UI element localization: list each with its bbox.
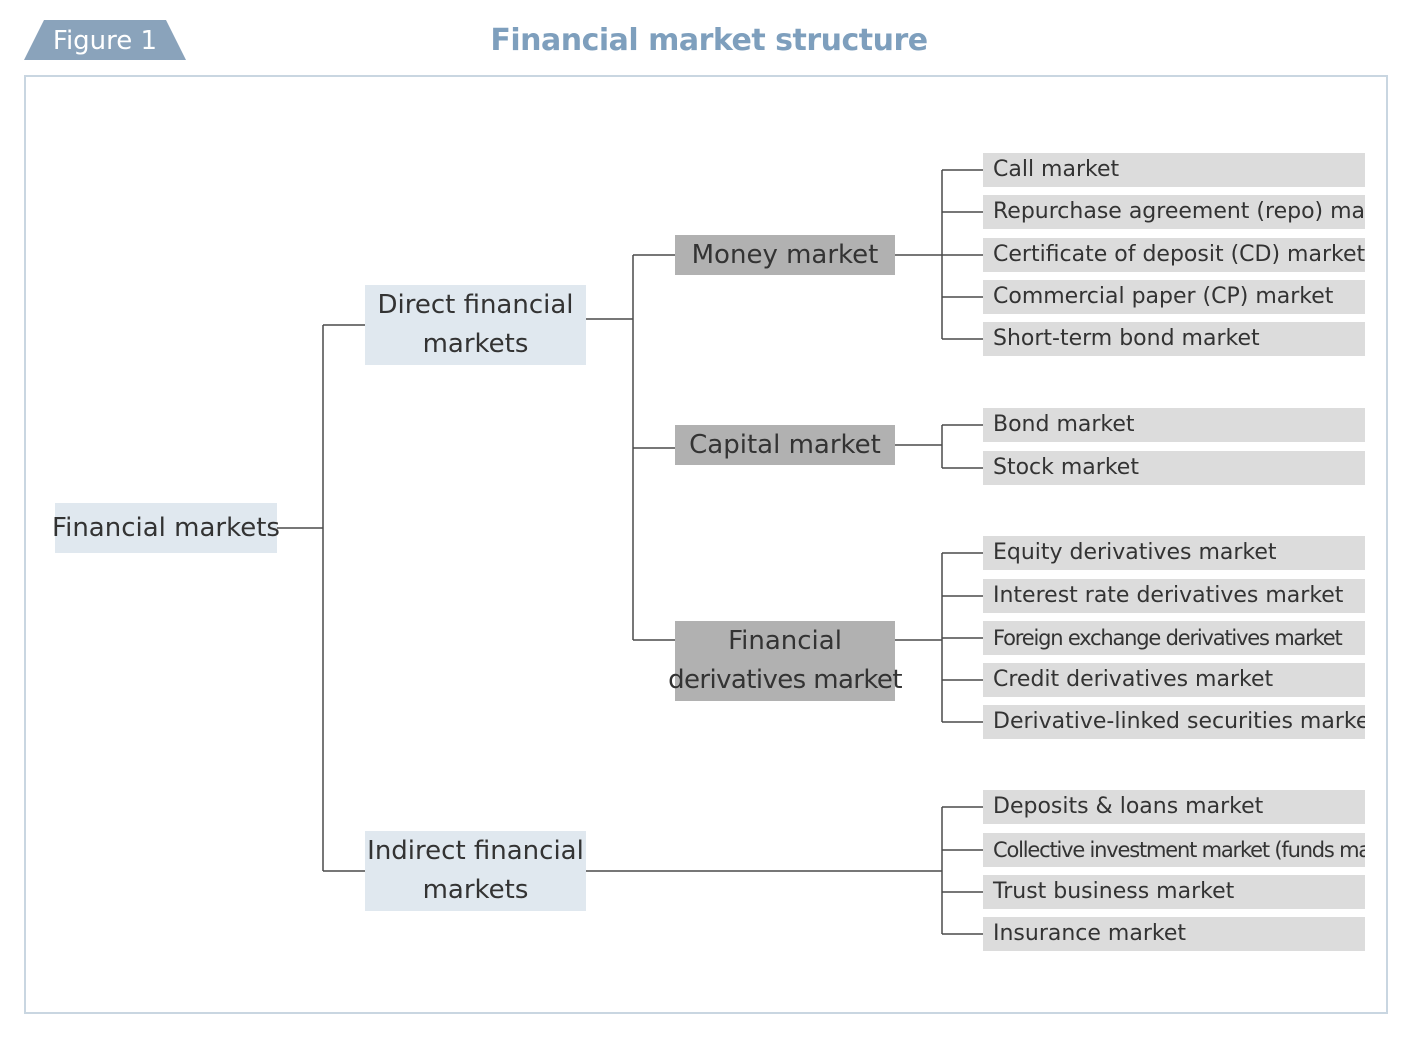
node-direct-financial-markets: Direct financial markets xyxy=(365,285,586,365)
leaf-derivative-linked-securities-market: Derivative-linked securities market xyxy=(983,705,1365,739)
leaf-collective-investment-market: Collective investment market (funds mark… xyxy=(983,833,1365,867)
leaf-short-term-bond-market: Short-term bond market xyxy=(983,322,1365,356)
leaf-equity-derivatives-market: Equity derivatives market xyxy=(983,536,1365,570)
node-label-line2: markets xyxy=(422,329,529,359)
leaf-deposits-loans-market: Deposits & loans market xyxy=(983,790,1365,824)
diagram-frame xyxy=(24,75,1388,1014)
node-money-market: Money market xyxy=(675,235,895,275)
node-label: Capital market xyxy=(689,429,881,460)
leaf-repo-market: Repurchase agreement (repo) market xyxy=(983,195,1365,229)
figure-label: Figure 1 xyxy=(52,26,158,56)
node-label: Financial markets xyxy=(52,512,280,543)
figure-label-tab: Figure 1 xyxy=(24,20,186,60)
leaf-cp-market: Commercial paper (CP) market xyxy=(983,280,1365,314)
figure-title: Financial market structure xyxy=(490,23,928,58)
node-indirect-financial-markets: Indirect financial markets xyxy=(365,831,586,911)
leaf-call-market: Call market xyxy=(983,153,1365,187)
leaf-bond-market: Bond market xyxy=(983,408,1365,442)
node-capital-market: Capital market xyxy=(675,425,895,465)
leaf-fx-derivatives-market: Foreign exchange derivatives market xyxy=(983,621,1365,655)
leaf-insurance-market: Insurance market xyxy=(983,917,1365,951)
node-label-line1: Direct financial xyxy=(377,290,574,320)
node-label-line1: Indirect financial xyxy=(367,836,584,866)
leaf-stock-market: Stock market xyxy=(983,451,1365,485)
node-label-line2: derivatives market xyxy=(668,665,902,695)
node-label-line2: markets xyxy=(422,875,529,905)
leaf-trust-business-market: Trust business market xyxy=(983,875,1365,909)
node-label: Money market xyxy=(691,239,879,270)
leaf-credit-derivatives-market: Credit derivatives market xyxy=(983,663,1365,697)
node-label-line1: Financial xyxy=(728,626,842,656)
node-financial-derivatives-market: Financial derivatives market xyxy=(668,621,903,701)
node-financial-markets: Financial markets xyxy=(52,503,280,553)
leaf-cd-market: Certificate of deposit (CD) market xyxy=(983,238,1365,272)
leaf-interest-rate-derivatives-market: Interest rate derivatives market xyxy=(983,579,1365,613)
